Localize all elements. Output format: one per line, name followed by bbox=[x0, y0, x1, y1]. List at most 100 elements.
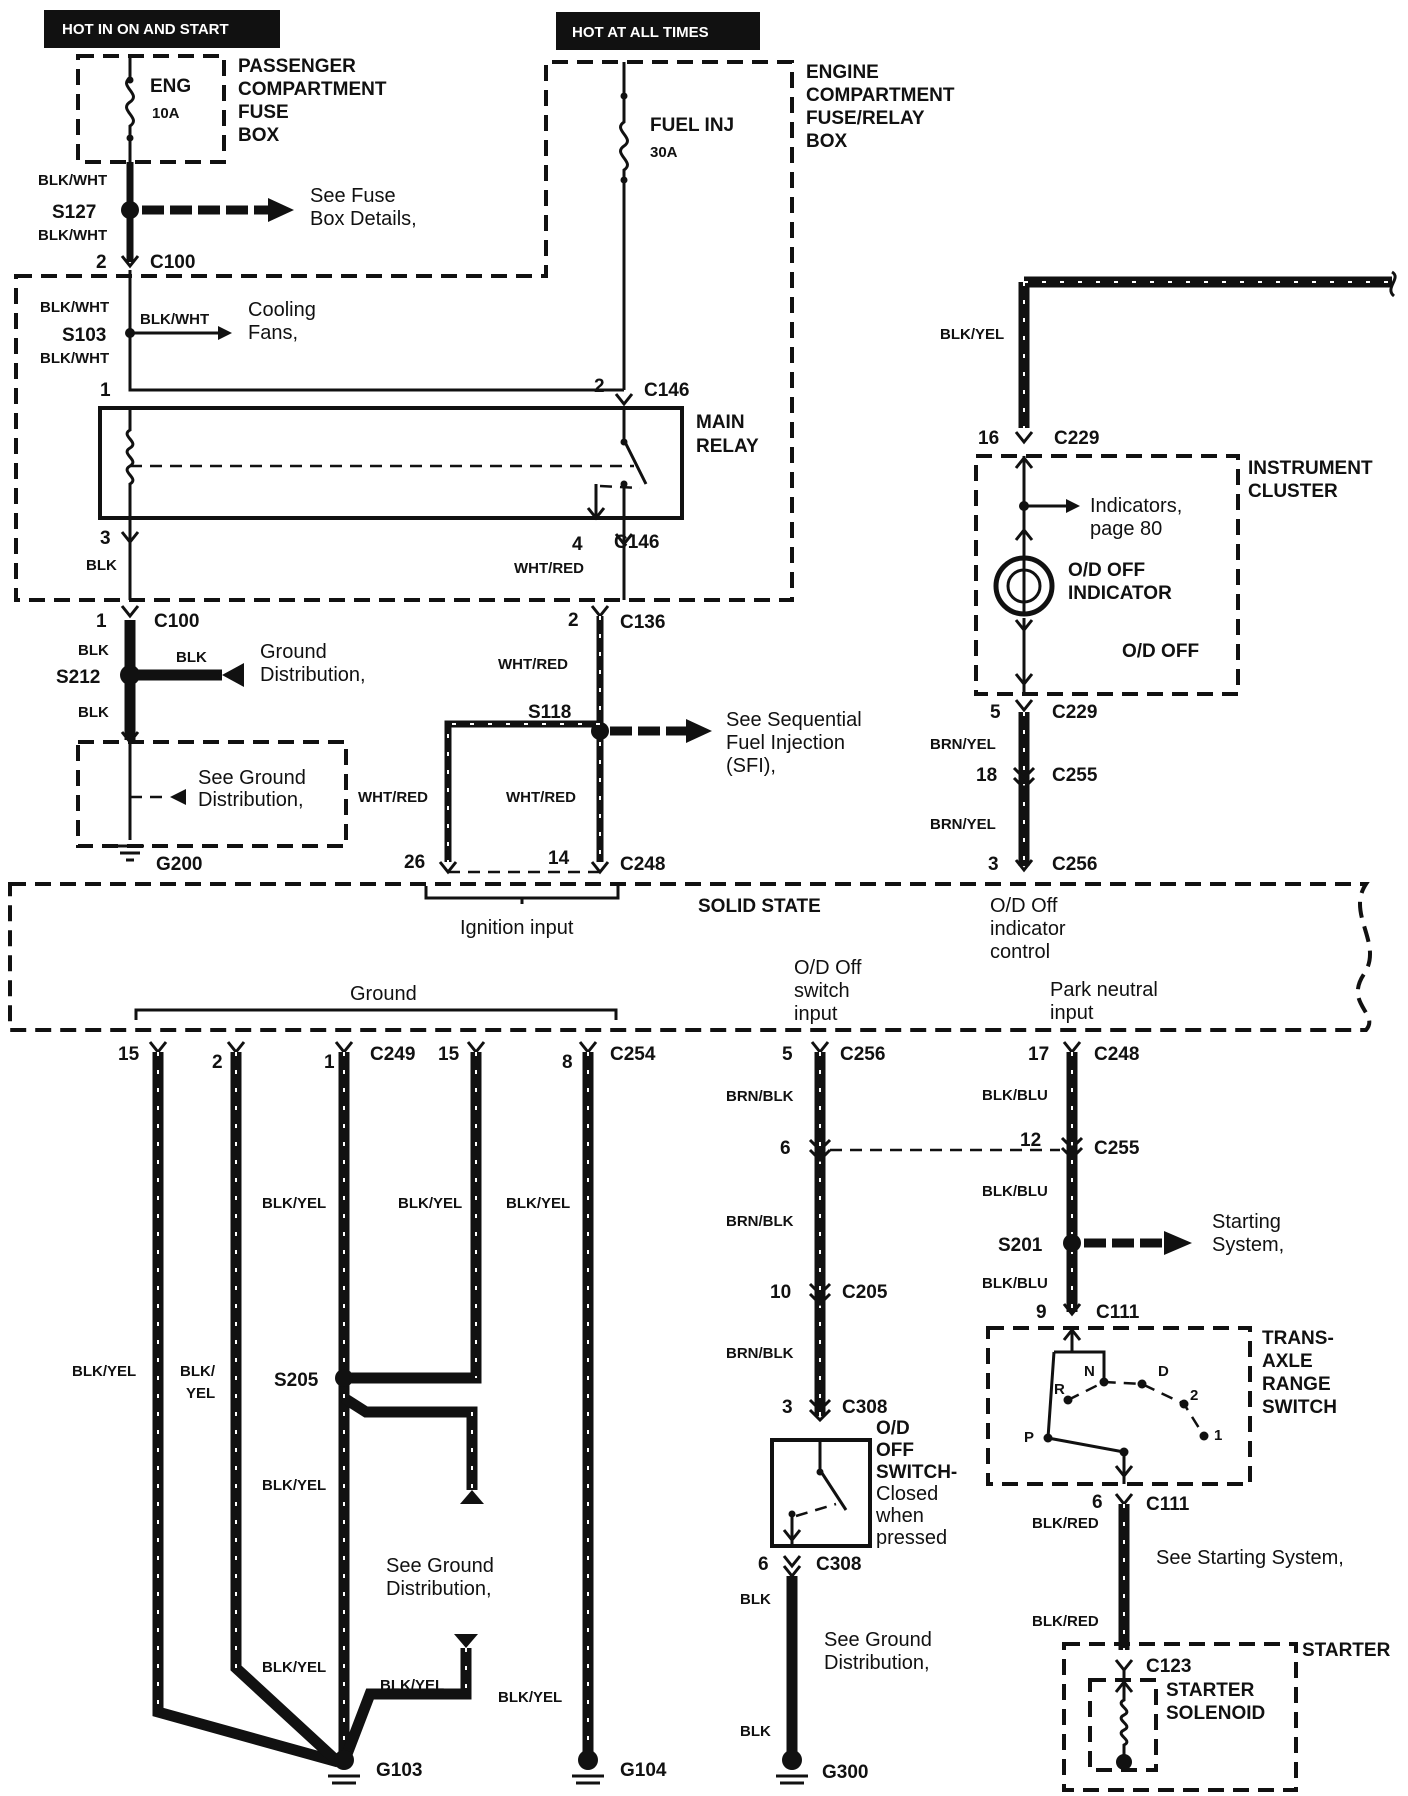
transaxle-range-switch bbox=[986, 1326, 1252, 1486]
wire-label-blk-1: BLK bbox=[86, 557, 117, 574]
wire-label-brn-blk-3: BRN/BLK bbox=[726, 1345, 794, 1362]
svg-text:PASSENGER: PASSENGER bbox=[238, 56, 356, 77]
main-relay bbox=[98, 406, 684, 520]
wire-label-blk-wht-5: BLK/WHT bbox=[140, 311, 209, 328]
pin-c229-16: 16 bbox=[978, 428, 999, 449]
ref-ground-dist-3a: See Ground bbox=[386, 1555, 494, 1577]
connector-c205: C205 bbox=[842, 1282, 888, 1303]
wire-label-brn-yel-2: BRN/YEL bbox=[930, 816, 996, 833]
wire-label-blk-yel-split-1: BLK/ bbox=[180, 1363, 216, 1380]
engine-fuse-box-label: ENGINE COMPARTMENT FUSE/RELAY BOX bbox=[806, 62, 955, 152]
connector-c248-bottom: C248 bbox=[1094, 1044, 1139, 1065]
cluster-od-off: O/D OFF bbox=[1122, 641, 1199, 662]
wire-label-blk-yel-5: BLK/YEL bbox=[262, 1477, 326, 1494]
pin-c205-10: 10 bbox=[770, 1282, 791, 1303]
ground-symbol-g103 bbox=[328, 1750, 360, 1785]
pin-relay-1: 1 bbox=[100, 380, 111, 401]
pin-c229-5: 5 bbox=[990, 702, 1001, 723]
wire-label-wht-red-1: WHT/RED bbox=[514, 560, 584, 577]
wire-label-blk-yel-4: BLK/YEL bbox=[72, 1363, 136, 1380]
svg-text:MAIN: MAIN bbox=[696, 412, 745, 433]
ground-g104-label: G104 bbox=[620, 1760, 667, 1781]
svg-text:SOLENOID: SOLENOID bbox=[1166, 1703, 1265, 1724]
wire-label-blk-wht-1: BLK/WHT bbox=[38, 172, 107, 189]
wire-label-blk-wht-4: BLK/WHT bbox=[40, 350, 109, 367]
splice-s212-label: S212 bbox=[56, 667, 100, 688]
splice-s205-label: S205 bbox=[274, 1370, 319, 1391]
header-hot-at-all-times bbox=[556, 12, 760, 50]
connector-c111-top: C111 bbox=[1096, 1302, 1140, 1323]
pin-c100-1: 1 bbox=[96, 611, 107, 632]
wire-label-blk-yel-2: BLK/YEL bbox=[398, 1195, 462, 1212]
connector-c255-top: C255 bbox=[1052, 765, 1098, 786]
wire-wht-red-loop bbox=[444, 720, 600, 862]
fuel-inj-fuse-symbol bbox=[619, 62, 629, 390]
svg-text:STARTER: STARTER bbox=[1166, 1680, 1255, 1701]
wire-label-blk-blu-1: BLK/BLU bbox=[982, 1087, 1048, 1104]
solid-state-box bbox=[8, 882, 1372, 1032]
ground-pin-labels: 15 2 1 C249 15 8 C254 bbox=[118, 1044, 656, 1073]
pin-c111-9: 9 bbox=[1036, 1302, 1047, 1323]
wire-label-blk-yel-split-2: YEL bbox=[186, 1385, 215, 1402]
wire-label-brn-blk-2: BRN/BLK bbox=[726, 1213, 794, 1230]
connector-c248-top: C248 bbox=[620, 854, 665, 875]
wire-label-blk-yel-6: BLK/YEL bbox=[262, 1659, 326, 1676]
svg-text:RANGE: RANGE bbox=[1262, 1374, 1331, 1395]
wire-label-blk-3: BLK bbox=[176, 649, 207, 666]
wire-s103-to-relay bbox=[128, 270, 624, 392]
gear-2: 2 bbox=[1190, 1387, 1198, 1404]
wire-label-blk-2: BLK bbox=[78, 642, 109, 659]
passenger-fuse-box bbox=[76, 54, 226, 164]
splice-s201-label: S201 bbox=[998, 1235, 1043, 1256]
header-hot-in-on-start bbox=[44, 10, 280, 48]
wire-label-blk-4: BLK bbox=[78, 704, 109, 721]
splice-s205 bbox=[335, 1369, 353, 1387]
ref-ground-dist-2b: Distribution, bbox=[198, 789, 304, 811]
ref-ground-dist-4b: Distribution, bbox=[824, 1652, 930, 1674]
engine-fuse-relay-box bbox=[14, 60, 794, 602]
header-hot-in-on-start-text: HOT IN ON AND START bbox=[62, 21, 229, 38]
connector-c146-top: C146 bbox=[644, 380, 689, 401]
wire-label-blk-red-1: BLK/RED bbox=[1032, 1515, 1099, 1532]
pin-c256-3: 3 bbox=[988, 854, 999, 875]
starter-solenoid-label: STARTER SOLENOID bbox=[1166, 1680, 1265, 1724]
svg-text:TRANS-: TRANS- bbox=[1262, 1328, 1334, 1349]
connector-c308-top: C308 bbox=[842, 1397, 887, 1418]
wire-label-wht-red-4: WHT/RED bbox=[506, 789, 576, 806]
splice-s127 bbox=[121, 201, 139, 219]
svg-text:FUSE: FUSE bbox=[238, 102, 289, 123]
wire-label-blk-yel-1: BLK/YEL bbox=[262, 1195, 326, 1212]
od-switch-input-2: switch bbox=[794, 980, 850, 1002]
gear-n: N bbox=[1084, 1363, 1095, 1380]
ref-ground-dist-1b: Distribution, bbox=[260, 664, 366, 686]
connector-c255-bottom: C255 bbox=[1094, 1138, 1140, 1159]
ref-sfi-2: Fuel Injection bbox=[726, 732, 845, 754]
ground-symbol-g104 bbox=[572, 1750, 604, 1785]
wire-label-blk-5: BLK bbox=[740, 1591, 771, 1608]
svg-text:COMPARTMENT: COMPARTMENT bbox=[806, 85, 955, 106]
ref-ground-dist-2a: See Ground bbox=[198, 767, 306, 789]
connector-c308-bottom: C308 bbox=[816, 1554, 861, 1575]
svg-text:2: 2 bbox=[212, 1052, 223, 1073]
connector-c136: C136 bbox=[620, 612, 665, 633]
wire-from-ground-dist-down bbox=[338, 1648, 472, 1764]
od-switch-input-1: O/D Off bbox=[794, 957, 862, 979]
gear-r: R bbox=[1054, 1381, 1065, 1398]
wire-label-blk-yel-cluster: BLK/YEL bbox=[940, 326, 1004, 343]
park-neutral-input-2: input bbox=[1050, 1002, 1094, 1024]
svg-text:INSTRUMENT: INSTRUMENT bbox=[1248, 458, 1373, 479]
svg-text:FUSE/RELAY: FUSE/RELAY bbox=[806, 108, 925, 129]
svg-text:Closed: Closed bbox=[876, 1483, 938, 1505]
od-indicator-control-2: indicator bbox=[990, 918, 1066, 940]
od-indicator-control-3: control bbox=[990, 941, 1050, 963]
connector-c111-bottom: C111 bbox=[1146, 1494, 1190, 1515]
pin-c255-12: 12 bbox=[1020, 1130, 1041, 1151]
svg-text:1: 1 bbox=[324, 1052, 335, 1073]
svg-text:pressed: pressed bbox=[876, 1527, 947, 1549]
splice-s127-label: S127 bbox=[52, 202, 96, 223]
starter-box bbox=[1062, 1642, 1298, 1792]
wire-blk-yel-2 bbox=[230, 1052, 342, 1767]
pin-c136-2: 2 bbox=[568, 610, 579, 631]
relay-coil bbox=[125, 408, 135, 518]
